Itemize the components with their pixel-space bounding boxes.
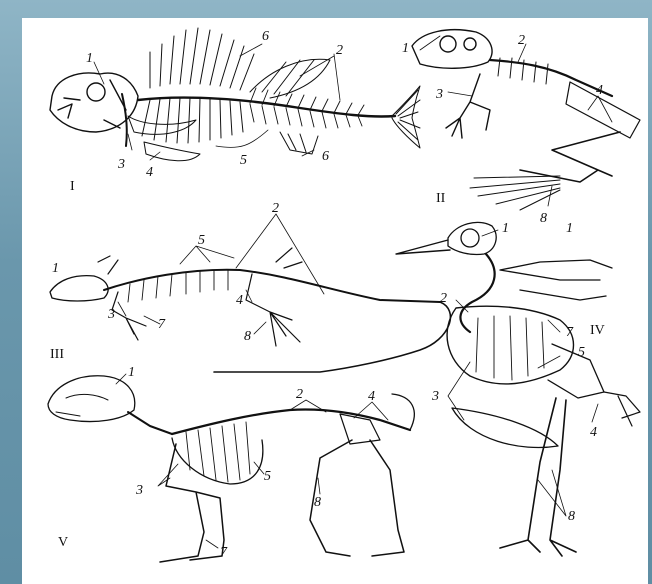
lizard-label-5: 5	[198, 233, 205, 248]
frog-eye-orbit	[440, 36, 456, 52]
mammal-label-pointers	[116, 374, 388, 548]
fish-numeral: I	[70, 179, 75, 194]
frog-spine	[490, 60, 612, 96]
frog-label-3: 3	[435, 87, 443, 102]
mammal-spine	[172, 409, 410, 434]
bird-sternum-keel	[452, 408, 558, 447]
frog-eye-orbit-2	[464, 38, 476, 50]
bird-label-4: 4	[590, 425, 597, 440]
frog-forelimb	[446, 74, 490, 138]
fish-label-6-anal: 6	[322, 149, 329, 164]
fish-label-5: 5	[240, 153, 247, 168]
mammal-label-2: 2	[296, 387, 303, 402]
mammal-labels: 1 2 3 4 5 7 8 V	[58, 365, 375, 560]
bird-tail	[604, 392, 640, 426]
frog-label-4: 4	[596, 83, 603, 98]
frog-numeral: II	[436, 191, 446, 206]
bird-label-1: 1	[502, 221, 509, 236]
fish-caudal-fin	[392, 86, 420, 148]
fish-eye-orbit	[87, 83, 105, 101]
mammal-label-3: 3	[135, 483, 143, 498]
frog-label-1: 1	[402, 41, 409, 56]
frog-skeleton	[412, 30, 640, 210]
lizard-hindlimb	[246, 248, 302, 346]
mammal-label-5: 5	[264, 469, 271, 484]
fish-label-2: 2	[336, 43, 343, 58]
mammal-label-1: 1	[128, 365, 135, 380]
mammal-jaw	[56, 394, 108, 416]
lizard-label-8: 8	[244, 329, 251, 344]
lizard-label-pointers	[118, 214, 324, 334]
lizard-numeral: III	[50, 347, 64, 362]
lizard-skull	[50, 276, 108, 301]
fish-skeleton	[50, 28, 420, 161]
bird-numeral: IV	[590, 323, 605, 338]
frog-hindlimb	[520, 132, 620, 182]
mammal-neck	[128, 412, 172, 434]
mammal-skull	[48, 376, 135, 422]
mammal-label-7: 7	[220, 545, 228, 560]
bird-label-7: 7	[566, 325, 574, 340]
frog-pelvis	[566, 82, 640, 138]
fish-pectoral-fin	[128, 116, 196, 134]
lizard-ribs	[128, 270, 228, 302]
mammal-hindlimb	[310, 440, 404, 556]
fish-dorsal-fin	[150, 28, 330, 98]
fish-shoulder-girdle	[122, 94, 127, 146]
frog-label-2: 2	[518, 33, 525, 48]
fish-jaw-bones	[58, 80, 126, 128]
lizard-spine	[104, 270, 440, 302]
bird-label-5: 5	[578, 345, 585, 360]
bird-ribs	[476, 316, 544, 380]
frog-labels: 1 2 3 4 8 1 II	[402, 33, 603, 236]
lizard-forelimb	[98, 256, 146, 340]
lizard-label-7: 7	[158, 317, 166, 332]
mammal-label-8: 8	[314, 495, 321, 510]
lizard-label-3: 3	[107, 307, 115, 322]
bird-beak	[396, 240, 450, 254]
fish-label-3: 3	[117, 157, 125, 172]
fish-labels: 1 2 3 4 5 6 6 I	[70, 29, 343, 194]
mammal-ribs	[186, 422, 250, 482]
fish-skull	[50, 73, 138, 132]
fish-label-6-dorsal: 6	[262, 29, 269, 44]
bird-skull	[448, 222, 496, 254]
frog-hind-toes	[470, 176, 560, 210]
fish-spine	[138, 98, 395, 117]
bird-wing	[500, 260, 612, 300]
bird-label-2: 2	[440, 291, 447, 306]
frog-label-8: 8	[540, 211, 547, 226]
mammal-forelimb	[160, 444, 224, 562]
lizard-label-1: 1	[52, 261, 59, 276]
mammal-label-4: 4	[368, 389, 375, 404]
bird-legs	[500, 398, 576, 556]
lizard-skeleton	[50, 214, 450, 372]
bird-label-3: 3	[431, 389, 439, 404]
frog-skull	[412, 30, 492, 69]
bird-eye-orbit	[461, 229, 479, 247]
mammal-numeral: V	[58, 535, 68, 550]
lizard-label-4: 4	[236, 293, 243, 308]
lizard-label-2: 2	[272, 201, 279, 216]
fish-label-4: 4	[146, 165, 153, 180]
bird-label-pointers	[448, 230, 598, 516]
lizard-labels: 1 2 3 4 5 7 8 III	[50, 201, 279, 362]
fish-label-1: 1	[86, 51, 93, 66]
frog-label-1b: 1	[566, 221, 573, 236]
bird-label-8: 8	[568, 509, 575, 524]
mammal-skeleton	[48, 374, 414, 562]
